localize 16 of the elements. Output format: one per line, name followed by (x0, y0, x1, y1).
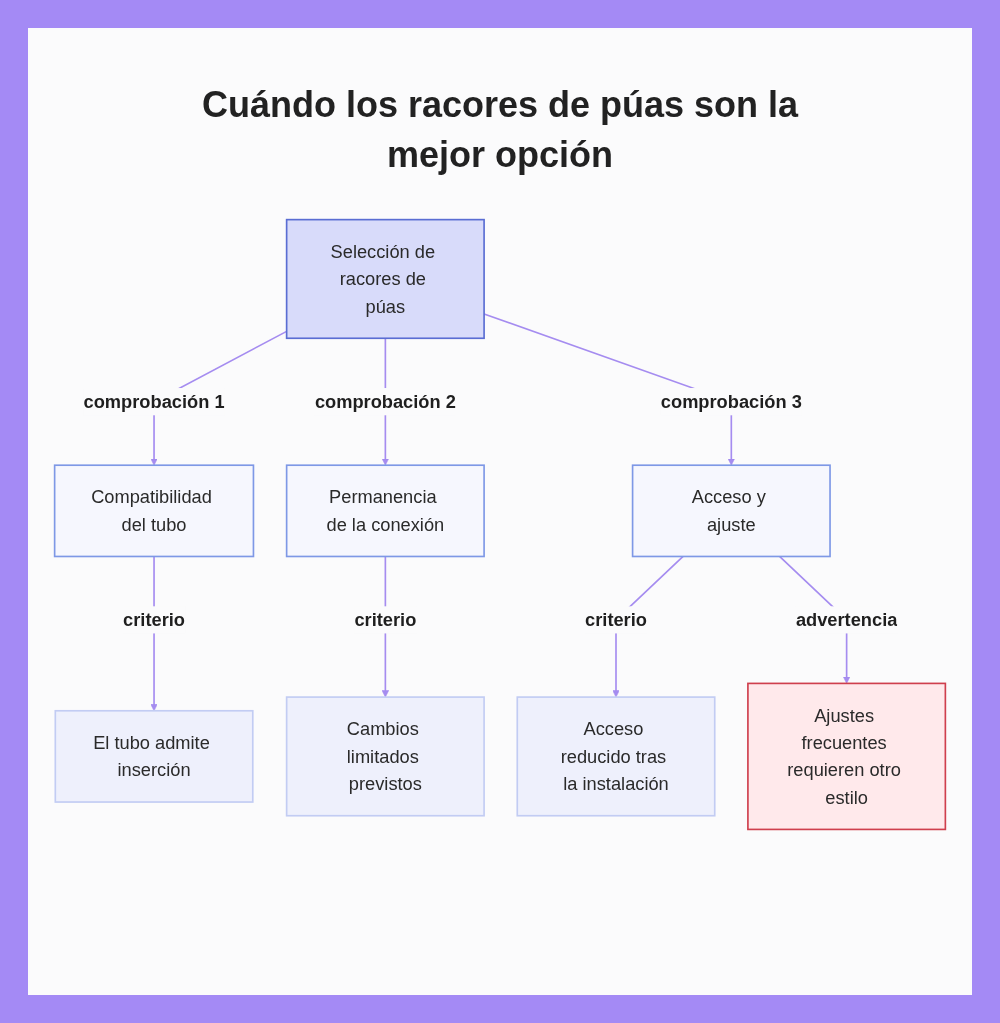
diagram-title: Cuándo los racores de púas son la mejor opción (200, 83, 800, 178)
edge-label: criterio (123, 606, 185, 634)
edge-label: comprobación 2 (314, 388, 456, 416)
process-box: Compatibilidad del tubo (53, 464, 255, 558)
edge-label: advertencia (795, 606, 898, 634)
process-box: Permanencia de la conexión (285, 464, 485, 558)
process-box: El tubo admite inserción (54, 709, 254, 803)
edge-label: comprobación 1 (83, 388, 225, 416)
process-box: Acceso y ajuste (631, 464, 831, 558)
process-box: Acceso reducido tras la instalación (516, 696, 716, 817)
process-box: Cambios limitados previstos (285, 696, 485, 817)
edge-label: criterio (354, 606, 417, 634)
edge-label: criterio (585, 606, 647, 634)
warning-box: Ajustes frecuentes requieren otro estilo (747, 682, 947, 831)
process-box: Selección de racores de púas (285, 218, 485, 340)
edge-label: comprobación 3 (660, 388, 802, 416)
